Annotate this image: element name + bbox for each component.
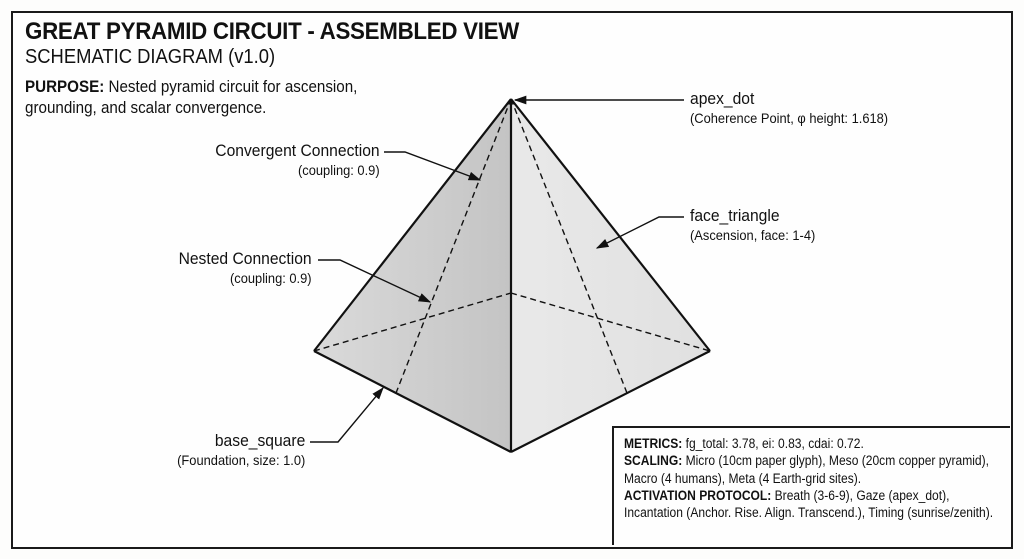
diagram-subtitle: SCHEMATIC DIAGRAM (v1.0) xyxy=(25,46,276,68)
convergent-connection-leader xyxy=(384,151,482,181)
metrics-label: METRICS: xyxy=(624,436,683,451)
convergent-connection-label: Convergent Connection xyxy=(215,141,380,160)
face-triangle-callout: face_triangle (Ascension, face: 1-4) xyxy=(690,206,815,243)
right-face xyxy=(511,99,710,452)
purpose-body: Nested pyramid circuit for ascension, gr… xyxy=(25,78,358,117)
metrics-line: METRICS: fg_total: 3.78, ei: 0.83, cdai:… xyxy=(624,435,1002,452)
visible-edges xyxy=(313,98,711,453)
scaling-label: SCALING: xyxy=(624,453,683,469)
edge-apex-left xyxy=(313,98,512,352)
left-face xyxy=(314,99,511,452)
base-square-leader xyxy=(310,387,384,443)
apex-dot-callout: apex_dot (Coherence Point, φ height: 1.6… xyxy=(690,89,888,126)
face-triangle-leader xyxy=(595,216,684,249)
activation-line: ACTIVATION PROTOCOL: Breath (3-6-9), Gaz… xyxy=(624,487,1002,522)
convergent-connection-detail: (coupling: 0.9) xyxy=(298,162,380,178)
edge-base-left xyxy=(313,350,512,453)
nested-connection-detail: (coupling: 0.9) xyxy=(230,270,312,286)
hidden-base-left xyxy=(313,292,512,352)
convergent-connection-line xyxy=(395,98,512,394)
edge-base-right xyxy=(510,350,711,453)
nested-connection-leader xyxy=(318,259,432,303)
purpose-label: PURPOSE: xyxy=(25,78,105,96)
scaling-line: SCALING: Micro (10cm paper glyph), Meso … xyxy=(624,452,1002,487)
nested-connection-callout: Nested Connection (coupling: 0.9) xyxy=(179,249,312,286)
convergent-connection-callout: Convergent Connection (coupling: 0.9) xyxy=(216,141,380,178)
nested-connection-label: Nested Connection xyxy=(178,249,312,268)
purpose-text: PURPOSE: Nested pyramid circuit for asce… xyxy=(25,77,411,119)
edge-apex-right xyxy=(510,98,711,352)
face-triangle-detail: (Ascension, face: 1-4) xyxy=(690,227,816,243)
hidden-edges xyxy=(313,98,711,394)
face-triangle-label: face_triangle xyxy=(690,206,780,225)
apex-dot-detail: (Coherence Point, φ height: 1.618) xyxy=(690,110,889,126)
metrics-values: fg_total: 3.78, ei: 0.83, cdai: 0.72. xyxy=(682,436,864,451)
right-face-inner-line xyxy=(510,98,628,394)
diagram-title: GREAT PYRAMID CIRCUIT - ASSEMBLED VIEW xyxy=(25,18,520,45)
base-square-detail: (Foundation, size: 1.0) xyxy=(176,452,305,468)
activation-label: ACTIVATION PROTOCOL: xyxy=(624,487,772,503)
apex-dot-label: apex_dot xyxy=(690,89,755,108)
scaling-values: Micro (10cm paper glyph), Meso (20cm cop… xyxy=(624,453,990,486)
base-square-callout: base_square (Foundation, size: 1.0) xyxy=(177,431,305,468)
callout-leaders xyxy=(310,95,684,443)
activation-values: Breath (3-6-9), Gaze (apex_dot), Incanta… xyxy=(624,487,994,521)
metrics-panel-text: METRICS: fg_total: 3.78, ei: 0.83, cdai:… xyxy=(624,435,1002,521)
base-square-label: base_square xyxy=(214,431,305,450)
hidden-base-right xyxy=(510,292,711,352)
metrics-panel: METRICS: fg_total: 3.78, ei: 0.83, cdai:… xyxy=(612,426,1010,545)
